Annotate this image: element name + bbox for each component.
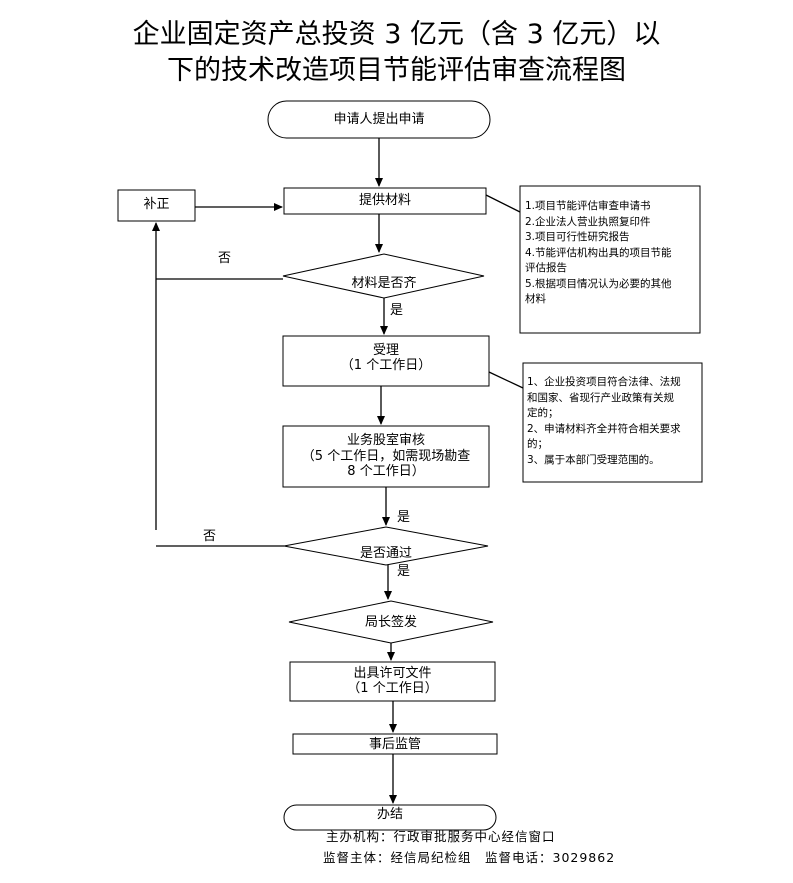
note-connector-materials — [485, 194, 521, 213]
issue-permit-duration: （1 个工作日） — [347, 681, 438, 696]
materials-note-line: 评估报告 — [525, 262, 567, 274]
branch-yes-materials: 是 — [390, 303, 404, 318]
provide-materials-box — [283, 187, 487, 215]
branch-no-materials: 否 — [218, 251, 232, 266]
review-title: 业务股室审核 — [346, 433, 425, 448]
materials-note-line: 2.企业法人营业执照复印件 — [525, 215, 651, 228]
conditions-note-line: 3、属于本部门受理范围的。 — [527, 453, 660, 466]
pass-check-diamond — [283, 526, 489, 566]
correction-box — [117, 189, 196, 222]
materials-note-line: 5.根据项目情况认为必要的其他 — [525, 277, 672, 290]
accept-duration: （1 个工作日） — [340, 358, 432, 373]
conditions-note-line: 1、企业投资项目符合法律、法规 — [527, 376, 681, 388]
pass-check-label: 是否通过 — [359, 546, 412, 558]
director-sign-label: 局长签发 — [364, 615, 417, 630]
materials-note-line: 材料 — [525, 293, 546, 305]
director-sign-diamond — [288, 600, 494, 644]
branch-yes-pass: 是 — [397, 564, 411, 579]
correction-label: 补正 — [143, 197, 170, 212]
review-box — [282, 425, 490, 488]
note-connector-conditions — [488, 371, 524, 389]
branch-yes-review: 是 — [397, 510, 411, 525]
end-terminal-shape — [283, 804, 497, 831]
review-duration-1: （5 个工作日，如需现场勘查 — [301, 448, 471, 464]
diagram-title-line-1: 企业固定资产总投资 3 亿元（含 3 亿元）以 — [132, 19, 661, 50]
supervise-label: 事后监管 — [368, 737, 421, 752]
accept-box — [282, 335, 490, 387]
end-label: 办结 — [376, 807, 403, 822]
conditions-note-line: 和国家、省现行产业政策有关规 — [527, 391, 674, 404]
materials-note-text: 1.项目节能评估审查申请书 2.企业法人营业执照复印件 3.项目可行性研究报告 … — [525, 199, 672, 308]
provide-materials-label: 提供材料 — [358, 193, 411, 208]
materials-check-label: 材料是否齐 — [351, 276, 417, 288]
diagram-title-line-2: 下的技术改造项目节能评估审查流程图 — [167, 55, 626, 86]
materials-note-line: 3.项目可行性研究报告 — [525, 231, 630, 243]
materials-check-diamond — [282, 253, 485, 299]
issue-permit-box — [289, 661, 496, 702]
conditions-note-line: 的； — [527, 438, 548, 450]
footer-supervision: 监督主体：经信局纪检组 监督电话：3029862 — [323, 850, 616, 865]
materials-note-line: 4.节能评估机构出具的项目节能 — [525, 246, 672, 259]
branch-no-pass: 否 — [203, 529, 217, 544]
conditions-note-line: 2、申请材料齐全并符合相关要求 — [527, 422, 681, 435]
accept-label: 受理 （1 个工作日） — [283, 343, 489, 373]
materials-note-box — [519, 185, 701, 334]
issue-permit-label: 出具许可文件 （1 个工作日） — [290, 666, 495, 696]
review-duration-2: 8 个工作日） — [347, 464, 425, 479]
conditions-note-line: 定的； — [527, 407, 559, 419]
issue-permit-title: 出具许可文件 — [353, 666, 432, 681]
conditions-note-box — [522, 362, 703, 483]
footer-host-agency: 主办机构：行政审批服务中心经信窗口 — [326, 829, 556, 844]
review-label: 业务股室审核 （5 个工作日，如需现场勘查 8 个工作日） — [283, 433, 489, 480]
supervise-box — [292, 733, 498, 755]
materials-note-line: 1.项目节能评估审查申请书 — [525, 200, 651, 212]
start-label: 申请人提出申请 — [333, 112, 425, 127]
accept-title: 受理 — [372, 343, 399, 358]
conditions-note-text: 1、企业投资项目符合法律、法规 和国家、省现行产业政策有关规 定的； 2、申请材… — [527, 375, 681, 468]
